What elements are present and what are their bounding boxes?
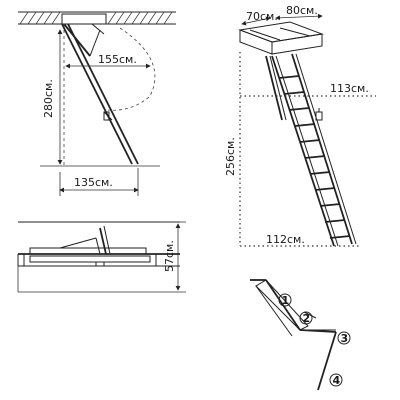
folding-view: 155см. 280см. 135см. bbox=[18, 11, 176, 196]
floor-reach-label: 112см. bbox=[266, 233, 305, 246]
arc-radius-label: 155см. bbox=[98, 53, 137, 66]
height-label: 280см. bbox=[42, 79, 55, 118]
ladder-steps bbox=[278, 75, 351, 239]
frame-width-label: 70см. bbox=[246, 10, 278, 23]
svg-text:4: 4 bbox=[333, 374, 341, 387]
open-ladder-view: 70см. 80см. 113см. 25 bbox=[224, 4, 376, 247]
svg-text:2: 2 bbox=[303, 312, 311, 325]
svg-text:3: 3 bbox=[341, 332, 349, 345]
ceiling-hatch bbox=[18, 11, 176, 25]
svg-text:1: 1 bbox=[282, 294, 290, 307]
marker-2: 2 bbox=[299, 311, 313, 325]
marker-1: 1 bbox=[278, 293, 292, 307]
step-reach-label: 113см. bbox=[330, 82, 369, 95]
frame-length-label: 80см. bbox=[286, 4, 318, 17]
height-label: 57см. bbox=[163, 240, 176, 272]
closed-view: 57см. bbox=[17, 221, 186, 293]
marker-4: 4 bbox=[329, 373, 343, 387]
height-label: 256см. bbox=[224, 137, 237, 176]
width-label: 135см. bbox=[74, 176, 113, 189]
detail-view: 1 2 3 4 bbox=[250, 279, 351, 391]
marker-3: 3 bbox=[337, 331, 351, 345]
